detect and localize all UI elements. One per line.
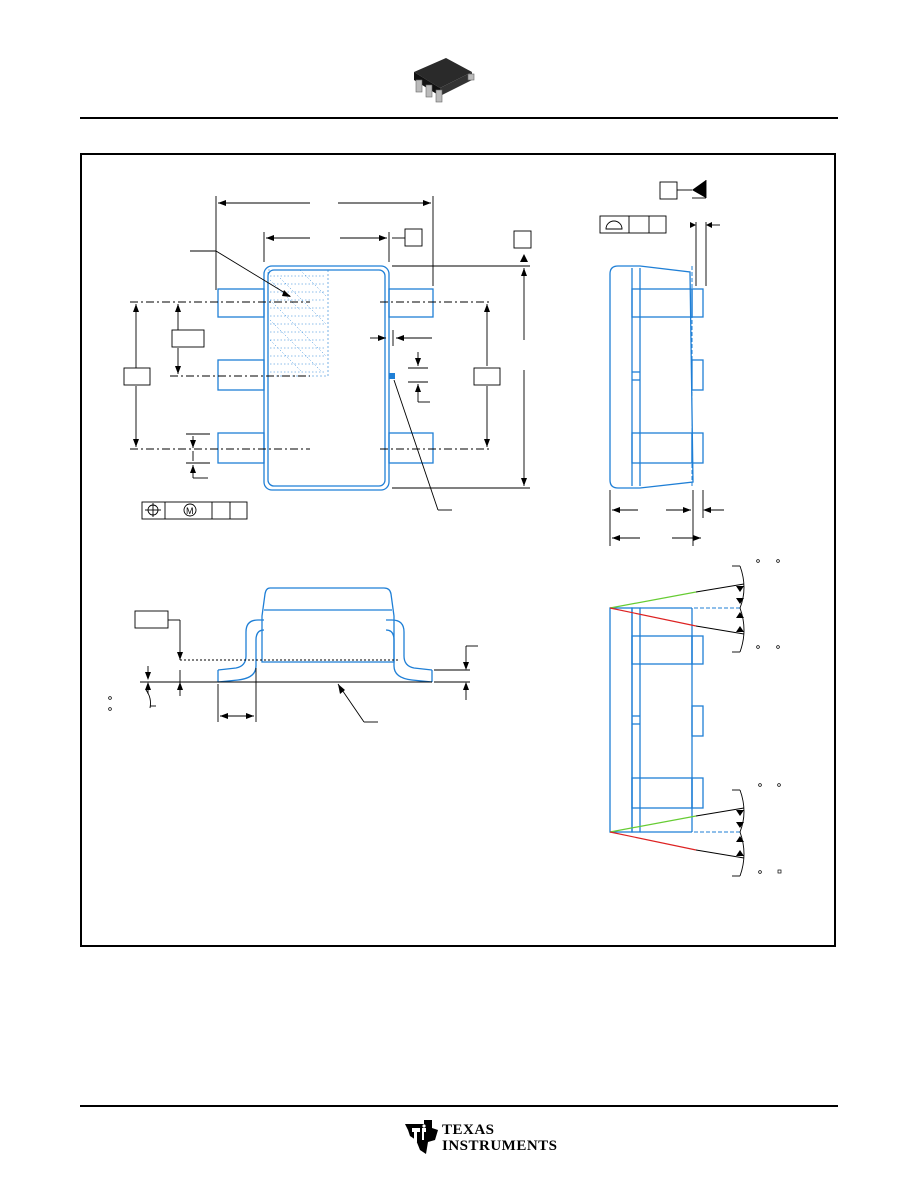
drawing-frame xyxy=(80,153,836,947)
pin1-marker xyxy=(389,373,395,379)
lead-4 xyxy=(388,432,434,464)
mmc-letter: M xyxy=(186,506,194,516)
front-view xyxy=(108,587,478,723)
pin1-hatch-area xyxy=(269,269,327,373)
ti-logo-icon xyxy=(405,1120,438,1154)
lead-1 xyxy=(217,288,265,318)
gull-wing-right xyxy=(386,619,433,671)
gull-wing-left xyxy=(217,619,264,671)
ti-logo: TEXAS INSTRUMENTS xyxy=(402,1118,562,1158)
top-view xyxy=(217,265,434,491)
dim-box-pitch xyxy=(171,329,205,348)
dim-box-right xyxy=(473,367,501,386)
datum-box-front xyxy=(134,610,169,629)
side-body xyxy=(609,265,694,489)
brand-line2: INSTRUMENTS xyxy=(442,1138,558,1154)
lead-3 xyxy=(217,432,265,464)
draft-angle-upper-top xyxy=(609,591,697,609)
profile-icon xyxy=(605,220,623,230)
sot23-package-icon xyxy=(406,50,476,106)
position-tolerance-frame xyxy=(141,501,248,520)
datum-box-a xyxy=(659,181,678,200)
package-body-outline xyxy=(263,265,390,491)
mmc-icon xyxy=(183,503,197,517)
draft-angle-lower-bottom xyxy=(609,831,697,851)
lead-6 xyxy=(388,288,434,318)
side-view xyxy=(599,180,724,546)
draft-angle-lower-top xyxy=(609,815,697,833)
end-view xyxy=(609,559,782,877)
lead-2 xyxy=(217,359,265,391)
draft-angle-upper-bottom xyxy=(609,607,697,627)
brand-line1: TEXAS xyxy=(442,1122,495,1138)
footer-rule xyxy=(80,1105,838,1107)
front-body xyxy=(261,587,395,663)
header-rule xyxy=(80,117,838,119)
package-body-inner xyxy=(267,269,386,487)
datum-box-b xyxy=(404,228,423,247)
dim-box-left xyxy=(123,367,151,386)
datum-box-c xyxy=(513,230,532,249)
